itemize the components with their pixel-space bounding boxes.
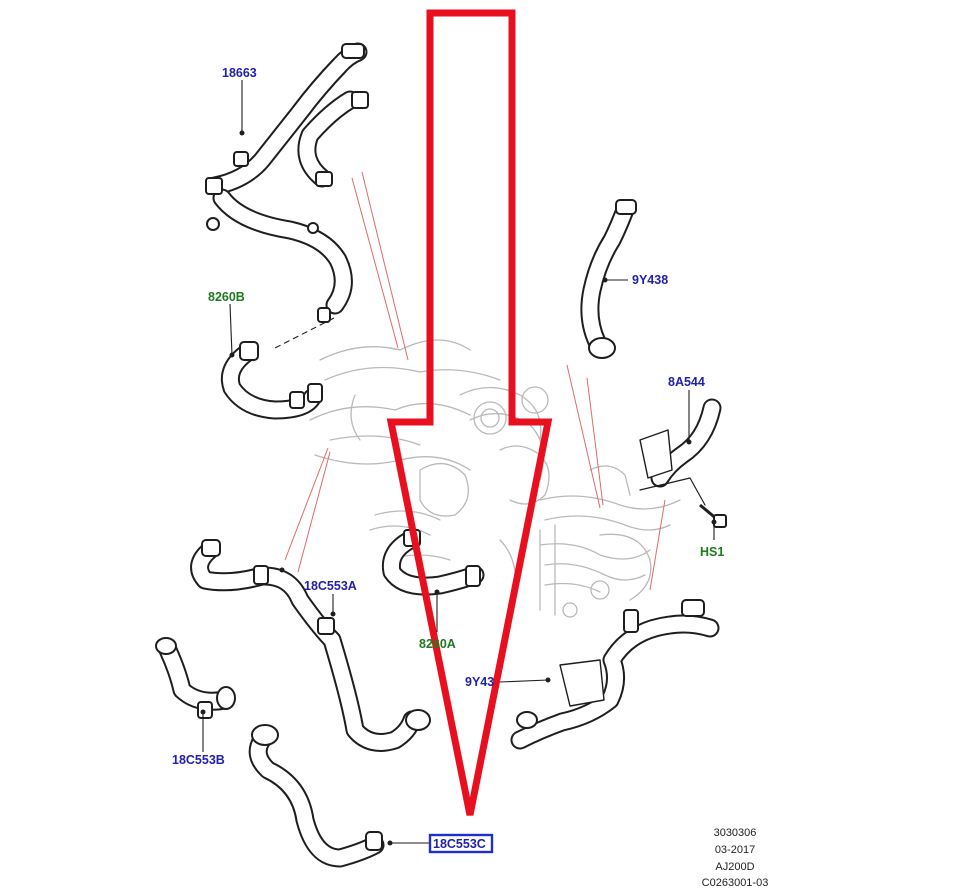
label-9Y43: 9Y43 — [465, 675, 494, 689]
hose-8A544[interactable] — [639, 398, 722, 506]
hose-18C553A[interactable] — [190, 539, 431, 752]
footer-line-3: AJ200D — [715, 861, 755, 873]
label-8260B: 8260B — [208, 290, 245, 304]
hose-18C553B[interactable] — [155, 637, 236, 719]
hose-18C553C[interactable] — [248, 724, 385, 868]
leader-lines — [200, 80, 717, 846]
hose-9Y438[interactable] — [580, 199, 637, 359]
label-9Y438: 9Y438 — [632, 273, 668, 287]
label-8260A: 8260A — [419, 637, 456, 651]
label-8A544: 8A544 — [668, 375, 705, 389]
hose-18663[interactable] — [205, 42, 369, 349]
label-18C553A: 18C553A — [304, 579, 357, 593]
label-18663: 18663 — [222, 66, 257, 80]
footer-line-1: 3030306 — [713, 827, 757, 839]
hose-8260A[interactable] — [381, 529, 485, 596]
highlight-box — [428, 833, 494, 854]
label-18C553C[interactable]: 18C553C — [433, 837, 486, 851]
footer-line-2: 03-2017 — [714, 844, 756, 856]
hose-9Y43[interactable] — [510, 599, 720, 750]
hose-8260B[interactable] — [220, 341, 323, 420]
red-arrow — [386, 9, 553, 816]
reference-lines — [284, 171, 666, 591]
label-18C553B: 18C553B — [172, 753, 225, 767]
engine-ghost-outline — [309, 339, 681, 618]
label-HS1: HS1 — [700, 545, 724, 559]
footer-line-4: C0263001-03 — [701, 877, 769, 889]
